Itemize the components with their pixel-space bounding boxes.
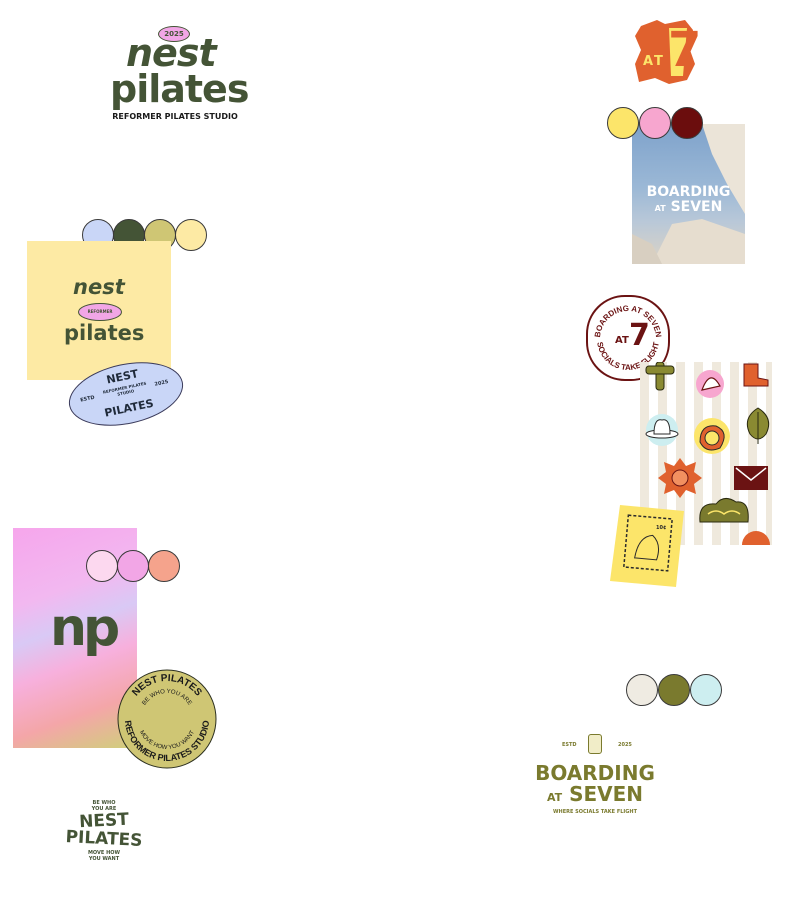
bas-photo-card: [632, 124, 745, 264]
bas-line1: BOARDING: [535, 761, 655, 785]
bas-photo-seven: SEVEN: [670, 199, 723, 215]
boot-icon: [743, 363, 769, 387]
at7-letter-a: A: [643, 54, 654, 69]
bas-photo-swatches: [607, 107, 707, 141]
swatch-maroon: [671, 107, 703, 139]
at7-letter-7: 7: [668, 22, 702, 78]
swatch-yellow: [175, 219, 207, 251]
swatch-yellow: [607, 107, 639, 139]
np-monogram: np: [50, 598, 120, 658]
badge-center-t: T: [622, 335, 629, 346]
at7-badge: BOARDING AT SEVEN SOCIALS TAKE FLIGHT A …: [586, 295, 670, 381]
card-pill: REFORMER PILATES STUDIO: [78, 303, 122, 321]
card-line-nest: nest: [73, 275, 125, 299]
bas-photo-at: AT: [654, 204, 666, 213]
wordmark-bottom-1: MOVE HOW: [87, 850, 121, 856]
bas-seven: SEVEN: [569, 782, 644, 806]
swatch-cream: [626, 674, 658, 706]
bas-emblem-icon: [588, 734, 602, 754]
swatch-light-pink: [86, 550, 118, 582]
lemon-icon: [694, 418, 730, 454]
seal-svg: NEST PILATES REFORMER PILATES STUDIO BE …: [117, 669, 217, 769]
bas-photo-line2: AT SEVEN: [632, 199, 745, 217]
bas-tagline: WHERE SOCIALS TAKE FLIGHT: [553, 809, 637, 815]
wordmark-bottom-2: YOU WANT: [88, 856, 120, 862]
badge-center-a: A: [615, 335, 623, 346]
postage-stamp: 10¢: [610, 503, 686, 589]
bas-year: 2025: [618, 742, 632, 748]
wordmark-top-1: BE WHO: [92, 800, 116, 806]
logo-tagline: REFORMER PILATES STUDIO: [112, 112, 238, 121]
wordmark-top-2: YOU ARE: [91, 806, 117, 812]
sticker-svg: [645, 362, 770, 545]
cactus-icon: [645, 362, 675, 391]
leaf-icon: [746, 407, 770, 444]
cowboy-hat-icon: [645, 414, 679, 446]
swatch-olive: [658, 674, 690, 706]
bas-photo-line1: BOARDING: [646, 184, 731, 200]
year-badge: 2025: [158, 26, 190, 42]
umbrella-shapes: [632, 124, 745, 264]
gradient-card-swatches: [86, 550, 186, 584]
shell-icon: [696, 370, 724, 398]
at7-letter-t: T: [654, 54, 663, 69]
swatch-peach: [148, 550, 180, 582]
nest-pilates-logo: 2025 nest pilates REFORMER PILATES STUDI…: [100, 24, 250, 124]
card-line-pilates: pilates: [64, 321, 145, 345]
logo-line-nest: nest: [126, 31, 217, 75]
at7-torn-shape: [635, 20, 695, 84]
badge-center-7: 7: [629, 318, 650, 353]
nest-wordmark: BE WHO YOU ARE NEST PILATES MOVE HOW YOU…: [64, 800, 144, 862]
wordmark-pilates: PILATES: [65, 827, 143, 851]
swatch-aqua: [690, 674, 722, 706]
nest-circle-seal: NEST PILATES REFORMER PILATES STUDIO BE …: [117, 669, 217, 769]
sticker-sheet: [640, 362, 772, 545]
logo-line-pilates: pilates: [110, 67, 249, 111]
sun-icon: [658, 458, 702, 498]
bas-at: AT: [546, 791, 563, 804]
at7-logo: A T 7: [635, 20, 701, 84]
stamp-svg: [610, 505, 684, 587]
envelope-icon: [734, 466, 768, 490]
bas-wordmark-swatches: [626, 674, 726, 708]
bas-line2: AT SEVEN: [530, 783, 660, 809]
badge-svg: BOARDING AT SEVEN SOCIALS TAKE FLIGHT: [586, 295, 670, 381]
swatch-pink: [117, 550, 149, 582]
flower-icon: [742, 531, 770, 545]
swatch-pink: [639, 107, 671, 139]
stamp-value: 10¢: [656, 525, 667, 531]
bush-icon: [699, 498, 749, 523]
bas-wordmark: ESTD 2025 BOARDING AT SEVEN WHERE SOCIAL…: [530, 732, 660, 822]
bas-estd: ESTD: [562, 742, 577, 748]
